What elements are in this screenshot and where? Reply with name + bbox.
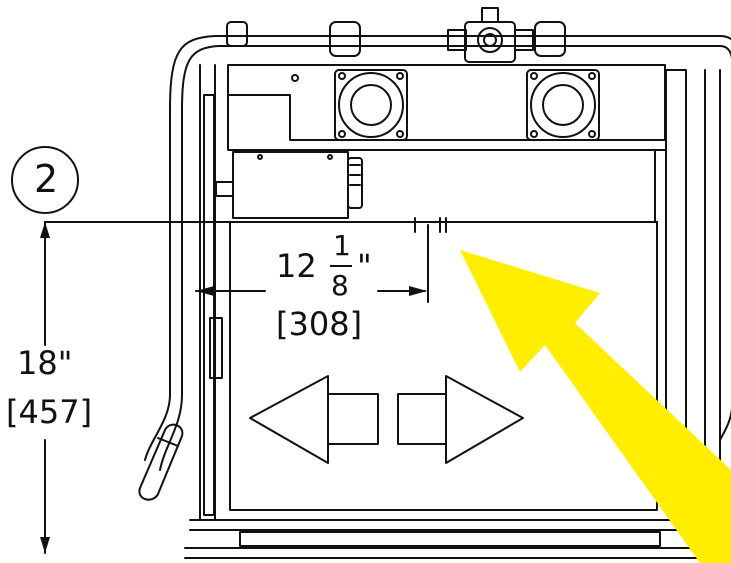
fraction-bar — [330, 265, 352, 267]
width-arrowhead-left — [196, 286, 214, 296]
height-metric: [457] — [6, 393, 93, 431]
control-box — [215, 151, 363, 219]
callout-circle — [11, 146, 79, 214]
width-numerator: 1 — [333, 229, 351, 262]
width-whole: 12 — [276, 247, 317, 285]
width-metric: [308] — [276, 305, 363, 343]
width-denominator: 8 — [331, 269, 349, 302]
probe-marks — [414, 217, 447, 233]
height-arrowhead-top — [40, 222, 50, 238]
right-direction-arrow — [397, 375, 524, 464]
left-direction-arrow — [249, 375, 379, 464]
highlight-arrow — [460, 250, 731, 563]
top-rail — [169, 21, 731, 111]
drain-handle — [138, 423, 184, 501]
height-arrowhead-bottom — [40, 537, 50, 553]
fan-left — [334, 69, 408, 141]
width-unit: " — [357, 247, 372, 285]
vat-outline — [184, 149, 721, 559]
width-arrowhead-right — [409, 286, 427, 296]
valve-assembly — [447, 7, 534, 63]
fan-right — [526, 69, 600, 141]
callout-number: 2 — [34, 157, 59, 201]
left-side-rail — [144, 64, 223, 521]
height-value: 18" — [17, 344, 73, 382]
